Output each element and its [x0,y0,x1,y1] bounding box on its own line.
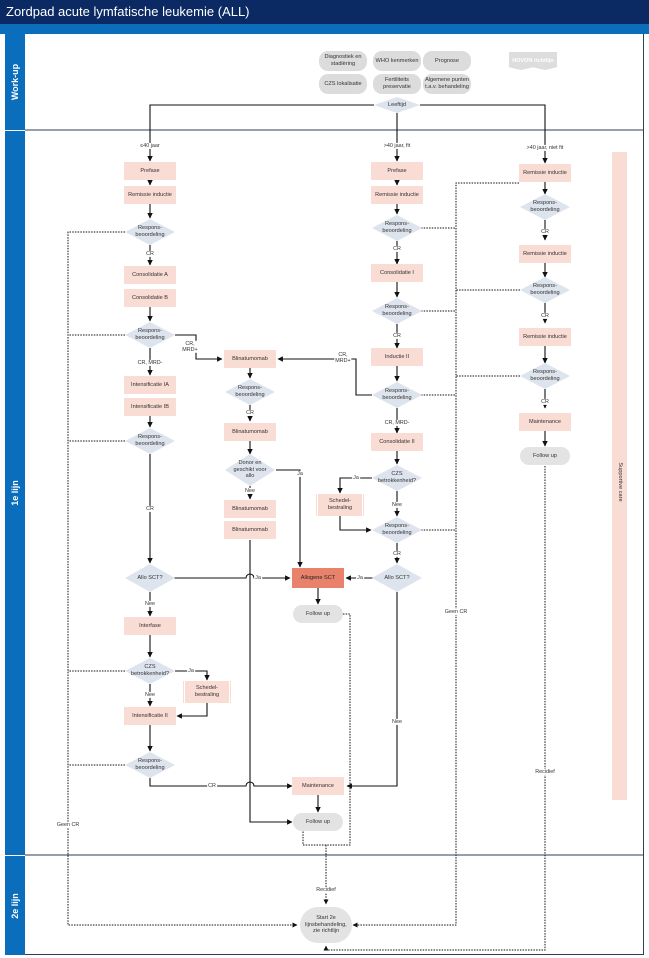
d-maintenance[interactable]: Maintenance [519,413,571,431]
label-recidief: Recidief [315,886,337,894]
a-respons-1[interactable]: Respons- beoordeling [125,219,175,245]
d-respons-3[interactable]: Respons- beoordeling [520,363,570,389]
workup-who[interactable]: WHO kenmerken [373,51,421,71]
workup-diagnostiek[interactable]: Diagnostiek en stadiëring [319,51,367,71]
follow-up-allo[interactable]: Follow up [293,605,343,623]
lane-workup: Work-up [5,34,25,130]
a-respons-4[interactable]: Respons- beoordeling [125,752,175,778]
maintenance-center[interactable]: Maintenance [292,777,344,795]
workup-prognose[interactable]: Prognose [423,51,471,71]
label-cr: CR [392,332,402,340]
label-nee: Nee [391,718,403,726]
a-prefase[interactable]: Prefase [124,162,176,180]
supportive-care-bar: Supportive care [612,152,627,800]
d-follow-up[interactable]: Follow up [520,447,570,465]
c-respons-4[interactable]: Respons- beoordeling [372,517,422,543]
decision-leeftijd[interactable]: Leeftijd [374,97,420,113]
b-blinatumomab-4[interactable]: Blinatumomab [224,521,276,539]
label-cr-mrd-pos: CR, MRD+ [334,351,352,365]
follow-up-center[interactable]: Follow up [293,813,343,831]
a-respons-3[interactable]: Respons- beoordeling [125,428,175,454]
d-remissie-inductie-1[interactable]: Remissie inductie [519,164,571,182]
a-intensificatie-ia[interactable]: Intensificatie IA [124,376,176,394]
label-nee: Nee [244,487,256,495]
workup-czs[interactable]: CZS lokalisatie [319,74,367,94]
a-schedelbestraling[interactable]: Schedel- bestraling [182,681,232,703]
label-ja: Ja [254,574,262,582]
d-remissie-inductie-3[interactable]: Remissie inductie [519,328,571,346]
c-respons-1[interactable]: Respons- beoordeling [372,215,422,241]
label-ja: Ja [187,667,195,675]
label-nee: Nee [144,691,156,699]
c-consolidatie-ii[interactable]: Consolidatie II [371,433,423,451]
c-schedelbestraling[interactable]: Schedel- bestraling [315,494,365,516]
b-respons[interactable]: Respons- beoordeling [225,379,275,405]
b-blinatumomab-1[interactable]: Blinatumomab [224,350,276,368]
label-nee: Nee [391,501,403,509]
a-respons-2[interactable]: Respons- beoordeling [125,322,175,348]
c-prefase[interactable]: Prefase [371,162,423,180]
label-ja: Ja [296,470,304,478]
label-cr: CR [245,409,255,417]
d-respons-1[interactable]: Respons- beoordeling [520,194,570,220]
label-geen-cr: Geen CR [443,608,469,616]
label-cr: CR [392,245,402,253]
c-consolidatie-i[interactable]: Consolidatie I [371,264,423,282]
page-title: Zordpad acute lymfatische leukemie (ALL) [0,0,649,24]
label-geen-cr: Geen CR [55,821,81,829]
a-allo-sct-decision[interactable]: Allo SCT? [125,564,175,592]
lane-second-line: 2e lijn [5,856,25,955]
b-donor-decision[interactable]: Donor en geschikt voor allo [225,454,275,486]
allogene-sct[interactable]: Allogene SCT [292,568,344,588]
a-consolidatie-b[interactable]: Consolidatie B [124,289,176,307]
label-cr: CR [540,228,550,236]
c-allo-sct-decision[interactable]: Allo SCT? [372,564,422,592]
c-respons-2[interactable]: Respons- beoordeling [372,298,422,324]
a-consolidatie-a[interactable]: Consolidatie A [124,266,176,284]
diagram-frame [5,34,644,955]
d-respons-2[interactable]: Respons- beoordeling [520,277,570,303]
b-blinatumomab-2[interactable]: Blinatumomab [224,423,276,441]
b-blinatumomab-3[interactable]: Blinatumomab [224,500,276,518]
start-second-line[interactable]: Start 2e lijnsbehandeling, zie richtlijn [300,907,352,943]
label-cr: CR [145,250,155,258]
a-interfase[interactable]: Interfase [124,617,176,635]
hovon-guideline-link[interactable]: HOVON richtlijn [509,52,557,70]
header-band [0,24,649,34]
branch-unfit: >40 jaar, niet fit [525,144,565,152]
label-cr: CR [540,398,550,406]
label-ja: Ja [356,574,364,582]
a-remissie-inductie[interactable]: Remissie inductie [124,186,176,204]
lane-first-line: 1e lijn [5,131,25,855]
branch-fit: >40 jaar, fit [382,142,412,150]
a-intensificatie-ii[interactable]: Intensificatie II [124,707,176,725]
label-ja: Ja [352,474,360,482]
workup-fertiliteit[interactable]: Fertiliteits preservatie [373,74,421,94]
label-cr: CR [392,550,402,558]
c-czs-decision[interactable]: CZS betrokkenheid? [372,465,422,491]
label-recidief: Recidief [534,768,556,776]
a-intensificatie-ib[interactable]: Intensificatie IB [124,398,176,416]
workup-algemeen[interactable]: Algemene punten t.a.v. behandeling [423,74,471,94]
label-cr-mrd-pos: CR, MRD+ [181,340,199,354]
label-cr: CR [207,782,217,790]
d-remissie-inductie-2[interactable]: Remissie inductie [519,245,571,263]
label-nee: Nee [144,600,156,608]
a-czs-decision[interactable]: CZS betrokkenheid? [125,658,175,684]
c-respons-3[interactable]: Respons- beoordeling [372,382,422,408]
label-cr-mrd-neg: CR, MRD- [383,419,411,427]
c-inductie-ii[interactable]: Inductie II [371,348,423,366]
label-cr: CR [540,312,550,320]
branch-young: ≤40 jaar [139,142,161,150]
label-cr-mrd-neg: CR, MRD- [136,359,164,367]
label-cr: CR [145,505,155,513]
c-remissie-inductie[interactable]: Remissie inductie [371,186,423,204]
